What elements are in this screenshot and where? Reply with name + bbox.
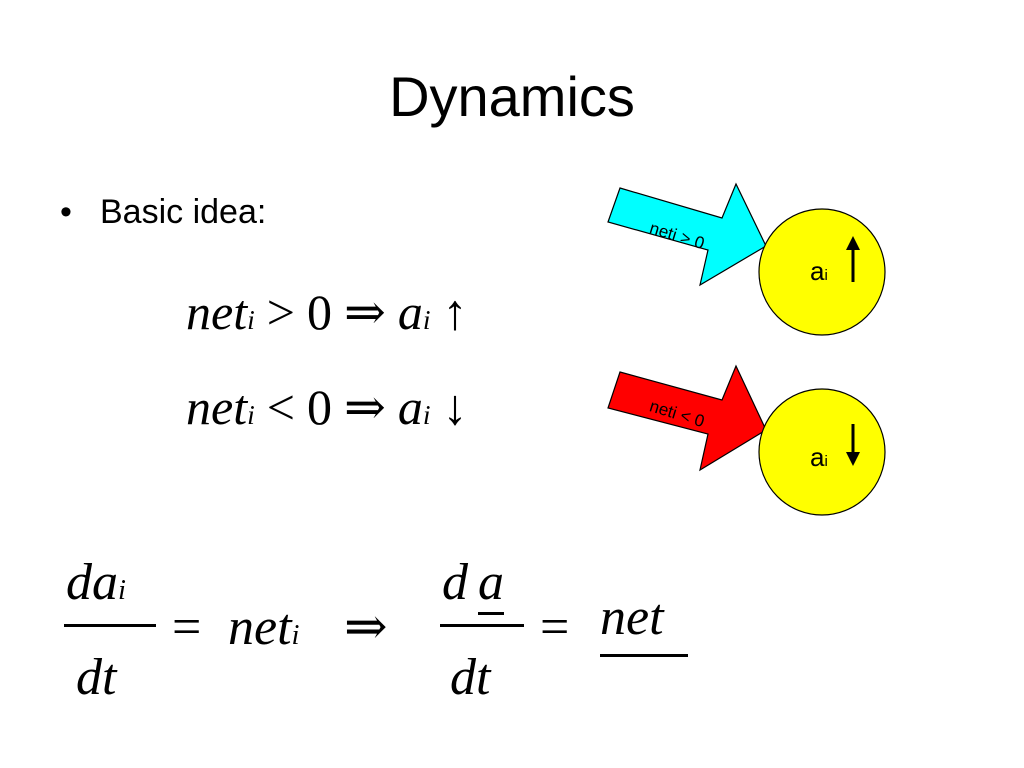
equals-1: = [172, 599, 202, 656]
rule-zero: 0 [306, 284, 332, 340]
rule-negative: neti<0⇒ai↓ [186, 377, 467, 445]
fraction2-bar [440, 624, 524, 627]
rule-net-sub: i [247, 399, 255, 430]
rule-activation: a [397, 284, 423, 340]
node-label-sub: i [824, 267, 828, 284]
implies-arrow: ⇒ [344, 599, 388, 656]
fraction2-denominator: dt [450, 649, 491, 706]
rule-net: net [186, 284, 248, 340]
node-arrow-down-icon [846, 452, 860, 466]
arrow-up-icon: ↑ [442, 284, 468, 340]
fraction1-denominator: dt [76, 649, 117, 706]
rule-zero: 0 [306, 379, 332, 435]
net-vector-underline [600, 654, 688, 657]
unit-node-bottom [758, 388, 886, 516]
rhs2-net-vector: net [600, 589, 664, 646]
arrow-down-icon: ↓ [442, 379, 468, 435]
node-arrow-up-icon [846, 236, 860, 250]
node-label-var: a [810, 442, 825, 472]
vector-underline [478, 612, 504, 615]
node-label-sub: i [824, 453, 828, 470]
rule-activation: a [397, 379, 423, 435]
node-label-bottom: ai [810, 442, 828, 477]
rhs1-net: neti [228, 599, 300, 656]
rule-implies: ⇒ [343, 379, 386, 435]
bullet-text: Basic idea: [100, 193, 267, 231]
input-arrow-negative [607, 364, 767, 472]
rule-implies: ⇒ [343, 284, 386, 340]
slide-title: Dynamics [389, 65, 635, 128]
bullet-item: • Basic idea: [60, 190, 266, 234]
bullet-marker: • [60, 193, 72, 231]
rule-activation-sub: i [422, 399, 431, 430]
fraction1-bar [64, 624, 156, 627]
node-label-top: ai [810, 256, 828, 291]
rule-net: net [186, 379, 248, 435]
node-label-var: a [810, 256, 825, 286]
rule-positive: neti>0⇒ai↑ [186, 282, 467, 350]
input-arrow-positive [607, 182, 767, 287]
rule-net-sub: i [247, 304, 255, 335]
rule-activation-sub: i [422, 304, 431, 335]
rule-operator: < [266, 379, 295, 435]
rule-operator: > [266, 284, 295, 340]
equals-2: = [540, 599, 570, 656]
fraction1-numerator: dai [66, 554, 126, 611]
